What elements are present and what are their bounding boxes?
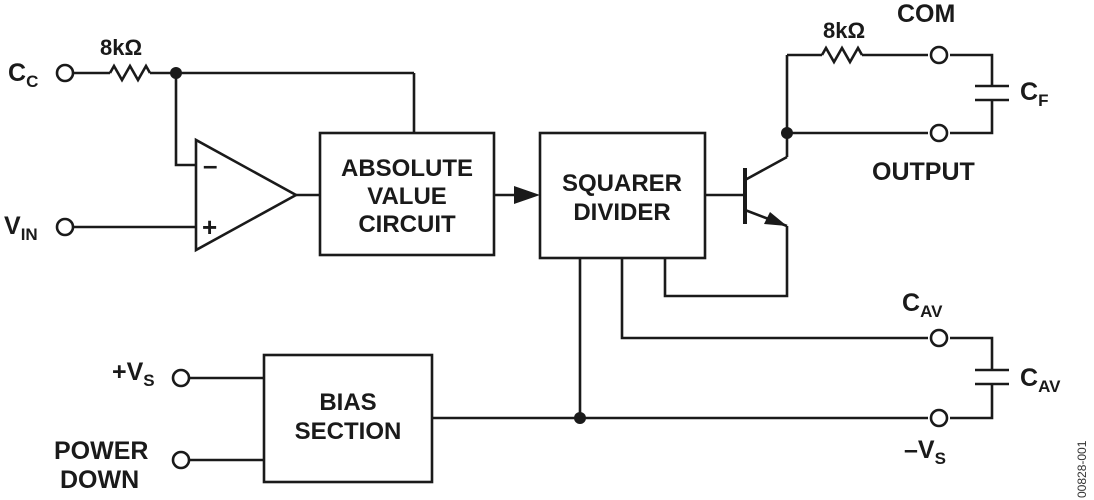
pin-minus-vs [929,408,949,428]
capacitor-cf [975,84,1009,102]
pin-com [929,45,949,65]
cav-cap-label: CAV [1020,364,1061,396]
pin-cav [929,328,949,348]
figure-id: 00828-001 [1075,440,1089,498]
bias-section-label-2: SECTION [295,418,402,445]
absolute-value-label-3: CIRCUIT [358,211,456,238]
squarer-divider-label-1: SQUARER [562,170,682,197]
pin-power-down [171,450,191,470]
cc-pin-label: CC [8,59,38,91]
junction-dot [781,127,793,139]
signal-arrow [514,186,540,204]
resistor-8k-input [108,63,152,83]
com-pin-label: COM [897,0,955,28]
squarer-divider-block [538,131,707,260]
resistor-8k-output [820,45,864,65]
absolute-value-label-1: ABSOLUTE [341,155,473,182]
squarer-divider-label-2: DIVIDER [573,199,670,226]
junction-dot [170,67,182,79]
bias-section-block [262,353,434,484]
pin-output [929,123,949,143]
op-amp-symbol [194,137,299,253]
cav-pin-label: CAV [902,289,943,321]
pin-cc [55,63,75,83]
minus-vs-pin-label: –VS [904,436,946,468]
resistor-output-label: 8kΩ [823,18,865,43]
absolute-value-label-2: VALUE [367,183,447,210]
npn-transistor-symbol [743,168,787,226]
output-pin-label: OUTPUT [872,158,975,186]
resistor-input-label: 8kΩ [100,35,142,60]
power-down-label-2: DOWN [60,466,139,494]
wires [73,45,994,462]
power-down-label-1: POWER [54,437,148,465]
capacitor-cav [975,368,1009,386]
op-amp-plus-sign: + [202,212,217,242]
pin-plus-vs [171,368,191,388]
pin-vin [55,217,75,237]
op-amp-minus-sign: – [203,150,217,180]
junction-dot [574,412,586,424]
absolute-value-block [318,131,496,257]
bias-section-label-1: BIAS [319,389,376,416]
plus-vs-pin-label: +VS [112,358,155,390]
cf-cap-label: CF [1020,78,1048,110]
vin-pin-label: VIN [4,212,38,244]
